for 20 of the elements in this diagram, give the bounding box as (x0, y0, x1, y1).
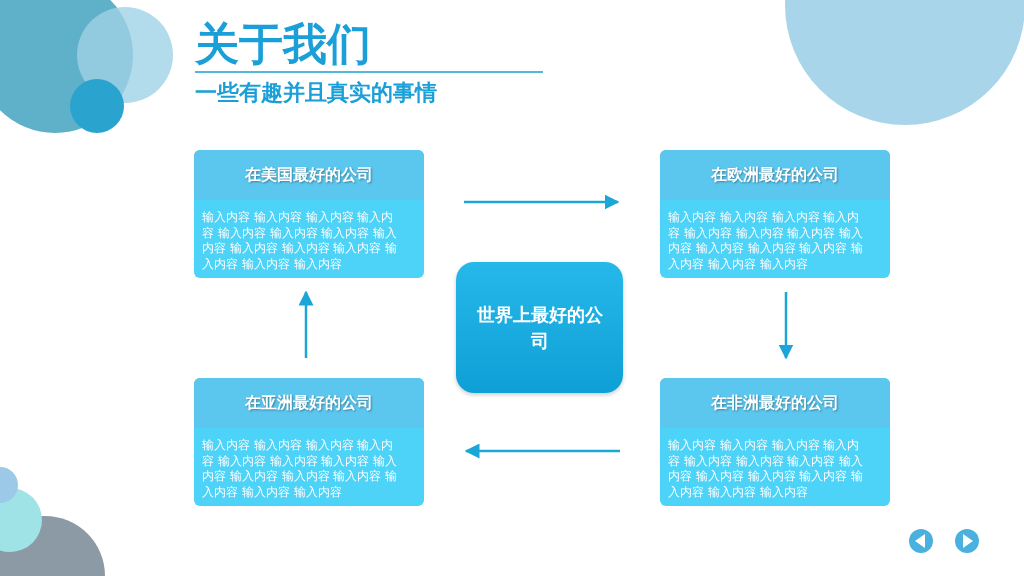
card-heading: 在欧洲最好的公司 (660, 150, 890, 200)
subtitle: 一些有趣并且真实的事情 (195, 79, 437, 107)
card-text: 输入内容 输入内容 输入内容 输入内容 输入内容 输入内容 输入内容 输入内容 输入内容 输入内容 输入内容 输入内容 输入内容 输入内容 (202, 438, 399, 500)
card-heading: 在美国最好的公司 (194, 150, 424, 200)
info-card (194, 150, 424, 278)
info-card (660, 378, 890, 506)
card-text: 输入内容 输入内容 输入内容 输入内容 输入内容 输入内容 输入内容 输入内容 输入内容 输入内容 输入内容 输入内容 输入内容 输入内容 (668, 438, 865, 500)
arrow (778, 292, 794, 360)
info-card (194, 378, 424, 506)
card-text: 输入内容 输入内容 输入内容 输入内容 输入内容 输入内容 输入内容 输入内容 输入内容 输入内容 输入内容 输入内容 输入内容 输入内容 (202, 210, 399, 272)
arrow (464, 194, 620, 210)
center-box (456, 262, 623, 393)
arrow (298, 290, 314, 358)
card-text: 输入内容 输入内容 输入内容 输入内容 输入内容 输入内容 输入内容 输入内容 输入内容 输入内容 输入内容 输入内容 输入内容 输入内容 (668, 210, 865, 272)
card-heading: 在非洲最好的公司 (660, 378, 890, 428)
card-heading: 在亚洲最好的公司 (194, 378, 424, 428)
info-card (660, 150, 890, 278)
center-text: 世界上最好的公司 (475, 302, 604, 353)
arrow (464, 443, 620, 459)
title: 关于我们 (195, 18, 371, 70)
